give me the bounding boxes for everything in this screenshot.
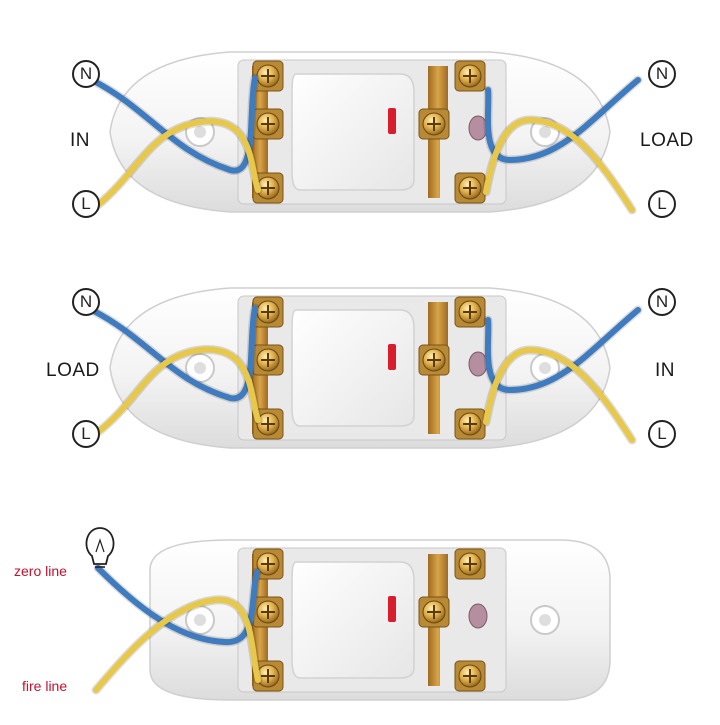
yellow-wire-right-1 — [483, 116, 635, 213]
load-label-2: LOAD — [46, 360, 100, 381]
contact-pin-3 — [468, 603, 488, 629]
yellow-wire-fire — [93, 596, 261, 693]
blue-wire-left-2 — [89, 305, 258, 402]
zero-line-label: zero line — [14, 563, 67, 579]
neutral-symbol-right-1: N — [648, 60, 676, 88]
blue-wire-right-1 — [484, 77, 641, 164]
rocker-indicator-1 — [388, 108, 396, 134]
switch-body-2 — [109, 287, 611, 449]
yellow-wire-left-2 — [95, 346, 261, 435]
blue-wire-right-2 — [484, 307, 641, 394]
light-bulb-icon — [85, 527, 115, 568]
live-symbol-right-1: L — [648, 190, 676, 218]
in-label-1: IN — [70, 130, 90, 151]
rocker-2 — [291, 309, 415, 427]
neutral-symbol-left-2: N — [72, 288, 100, 316]
live-symbol-right-2: L — [648, 420, 676, 448]
live-symbol-left-2: L — [72, 420, 100, 448]
load-label-1: LOAD — [640, 130, 694, 151]
rocker-1 — [291, 73, 415, 191]
rocker-indicator-2 — [388, 344, 396, 370]
yellow-wire-left-1 — [95, 118, 261, 208]
rocker-indicator-3 — [388, 596, 396, 622]
live-symbol-left-1: L — [72, 190, 100, 218]
switch-body-3 — [149, 539, 611, 701]
switch-body-1 — [109, 51, 611, 213]
in-label-2: IN — [655, 360, 675, 381]
rocker-3 — [291, 561, 415, 679]
fire-line-label: fire line — [22, 678, 68, 694]
blue-wire-zero — [95, 565, 260, 646]
neutral-symbol-right-2: N — [648, 288, 676, 316]
neutral-symbol-left-1: N — [72, 60, 100, 88]
blue-wire-left-1 — [89, 75, 258, 174]
yellow-wire-right-2 — [483, 346, 635, 443]
